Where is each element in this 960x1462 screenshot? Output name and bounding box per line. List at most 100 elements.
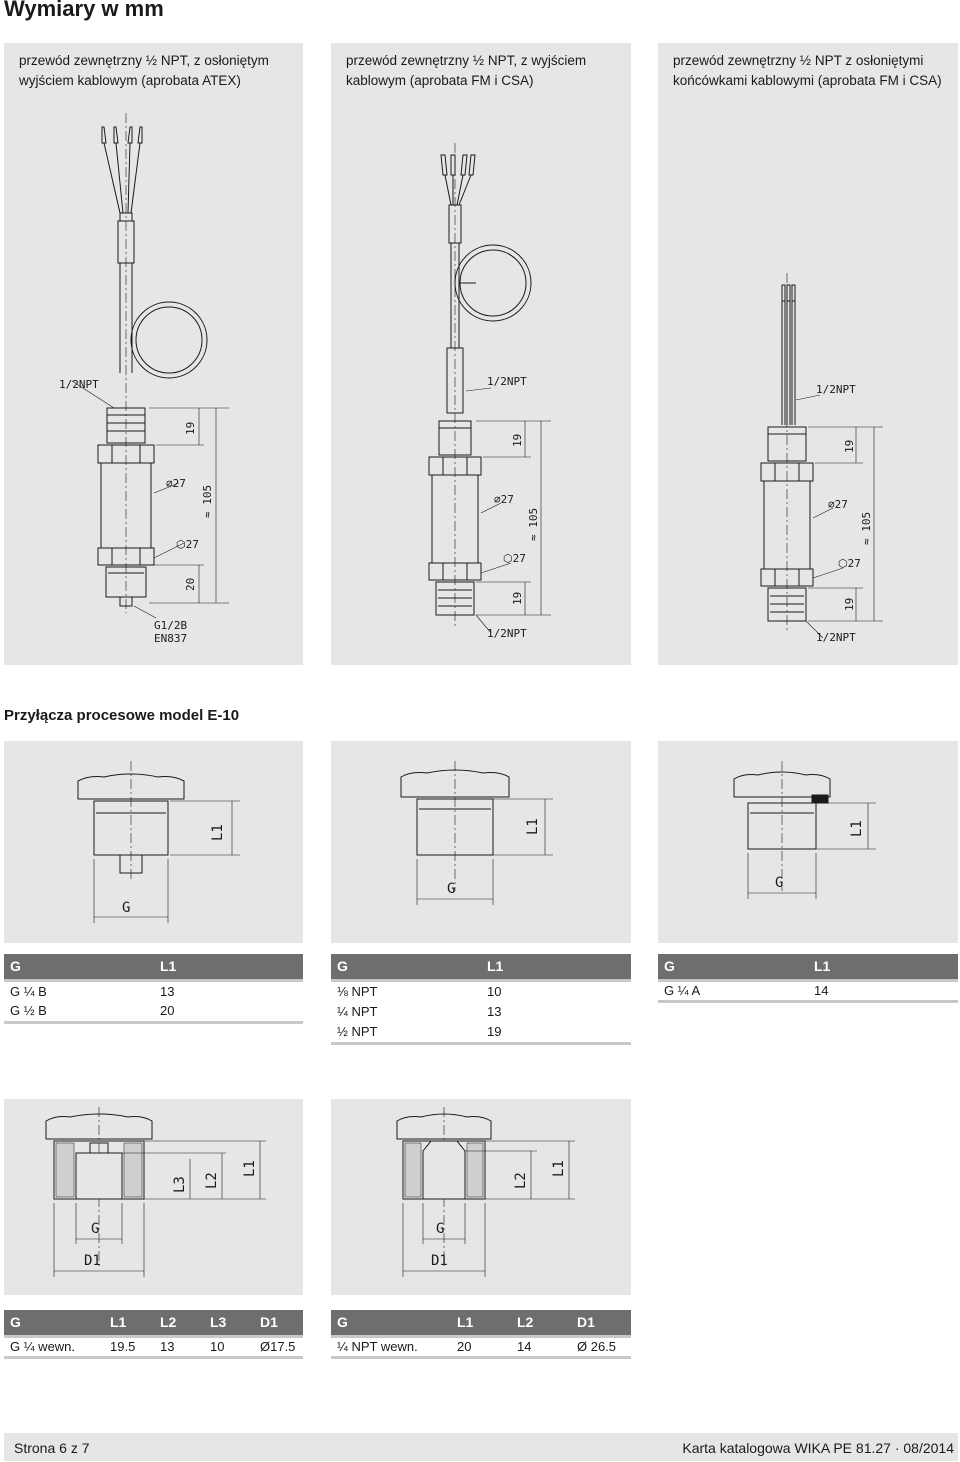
label-conn-standard: EN837	[154, 632, 187, 645]
header-L3: L3	[204, 1310, 254, 1336]
label-conn-thread: 1/2NPT	[487, 627, 527, 640]
header-G: G	[658, 954, 808, 980]
drawing-panel-atex: przewód zewnętrzny ½ NPT, z osłoniętym w…	[4, 43, 303, 665]
label-D1: D1	[84, 1253, 101, 1269]
label-thread-top: 1/2NPT	[816, 383, 856, 396]
label-L1: L1	[242, 1160, 258, 1177]
female-conn-panel-1: L1 L2 L3 G D1	[4, 1099, 303, 1295]
label-dim-19-bottom: 19	[843, 598, 856, 611]
female-conn-drawing-1: L1 L2 L3 G D1	[4, 1099, 303, 1295]
cell: 10	[204, 1334, 254, 1359]
header-L2: L2	[154, 1310, 204, 1336]
label-dim-19: 19	[511, 434, 524, 447]
cell: 14	[511, 1334, 571, 1359]
label-L1: L1	[525, 818, 541, 835]
label-hex-27: ⬡27	[503, 552, 526, 565]
cell: 20	[154, 1001, 303, 1024]
header-L1: L1	[451, 1310, 511, 1336]
label-D1: D1	[431, 1253, 448, 1269]
label-dim-20: 20	[184, 578, 197, 591]
label-dim-105: ≈ 105	[527, 508, 540, 541]
drawing-panel-fm-csa-cable: przewód zewnętrzny ½ NPT, z wyjściem kab…	[331, 43, 631, 665]
header-G: G	[331, 1310, 451, 1336]
panel-caption: przewód zewnętrzny ½ NPT, z wyjściem kab…	[346, 53, 587, 88]
transmitter-drawing-fm-leads: 1/2NPT 19 ⌀27 ⬡27 ≈ 105 19 1/2NPT	[658, 43, 958, 644]
cell: Ø 26.5	[571, 1334, 631, 1359]
label-L3: L3	[172, 1176, 188, 1193]
label-G: G	[91, 1221, 99, 1237]
cell: G ½ B	[4, 1001, 154, 1024]
header-L1: L1	[154, 954, 303, 980]
header-D1: D1	[254, 1310, 303, 1336]
cell: 13	[481, 1001, 631, 1022]
label-hex-27: ⬡27	[838, 557, 861, 570]
header-L1: L1	[808, 954, 958, 980]
transmitter-drawing-atex: 1/2NPT 19 ⌀27 ⬡27 ≈ 105 20 G1/2B EN837	[59, 43, 303, 645]
panel-caption: przewód zewnętrzny ½ NPT, z osłoniętym w…	[19, 53, 269, 88]
label-conn-thread: 1/2NPT	[816, 631, 856, 644]
header-G: G	[4, 954, 154, 980]
cell: 13	[154, 978, 303, 1001]
cell: 20	[451, 1334, 511, 1359]
table-female-conn-2: G L1 L2 D1 ¼ NPT wewn. 20 14 Ø 26.5	[331, 1310, 631, 1359]
header-G: G	[331, 954, 481, 980]
cell: 19	[481, 1022, 631, 1045]
cell: ½ NPT	[331, 1022, 481, 1045]
cell: ¼ NPT wewn.	[331, 1334, 451, 1359]
page-number: Strona 6 z 7	[14, 1440, 90, 1456]
female-conn-drawing-2: L1 L2 G D1	[331, 1099, 631, 1295]
document-reference: Karta katalogowa WIKA PE 81.27 · 08/2014	[682, 1440, 954, 1456]
header-L1: L1	[104, 1310, 154, 1336]
label-G: G	[775, 875, 783, 891]
header-L2: L2	[511, 1310, 571, 1336]
cell: G ¼ B	[4, 978, 154, 1001]
label-L1: L1	[551, 1160, 567, 1177]
cell: G ¼ A	[658, 978, 808, 1003]
drawing-panel-fm-csa-leads: przewód zewnętrzny ½ NPT z osłoniętymi k…	[658, 43, 958, 665]
label-L1: L1	[210, 824, 226, 841]
cell: 14	[808, 978, 958, 1003]
female-conn-panel-2: L1 L2 G D1	[331, 1099, 631, 1295]
cell: ¼ NPT	[331, 1001, 481, 1022]
process-conn-panel-3: L1 G	[658, 741, 958, 943]
label-dim-19-bottom: 19	[511, 592, 524, 605]
label-dia-27: ⌀27	[166, 477, 186, 490]
label-dim-105: ≈ 105	[201, 485, 214, 518]
cell: 10	[481, 978, 631, 1001]
label-G: G	[122, 900, 130, 916]
transmitter-drawing-fm-cable: 1/2NPT 19 ⌀27 ⬡27 ≈ 105 19 1/2NPT	[331, 43, 631, 640]
label-hex-27: ⬡27	[176, 538, 199, 551]
cell: ⅛ NPT	[331, 978, 481, 1001]
page-title: Wymiary w mm	[4, 0, 164, 21]
process-conn-drawing-1: L1 G	[4, 741, 303, 943]
label-dim-19: 19	[843, 440, 856, 453]
process-conn-panel-2: L1 G	[331, 741, 631, 943]
table-female-conn-1: G L1 L2 L3 D1 G ¼ wewn. 19.5 13 10 Ø17.5	[4, 1310, 303, 1359]
label-L2: L2	[204, 1172, 220, 1189]
label-thread-top: 1/2NPT	[487, 375, 527, 388]
label-G: G	[436, 1221, 444, 1237]
process-conn-drawing-2: L1 G	[331, 741, 631, 943]
label-G: G	[447, 881, 455, 897]
label-dia-27: ⌀27	[828, 498, 848, 511]
cell: 19.5	[104, 1334, 154, 1359]
label-thread-top: 1/2NPT	[59, 378, 99, 391]
cell: 13	[154, 1334, 204, 1359]
header-D1: D1	[571, 1310, 631, 1336]
cell: G ¼ wewn.	[4, 1334, 104, 1359]
section-title: Przyłącza procesowe model E-10	[4, 707, 240, 724]
process-conn-drawing-3: L1 G	[658, 741, 958, 943]
header-L1: L1	[481, 954, 631, 980]
label-dia-27: ⌀27	[494, 493, 514, 506]
process-conn-panel-1: L1 G	[4, 741, 303, 943]
label-L2: L2	[513, 1172, 529, 1189]
page-footer: Strona 6 z 7 Karta katalogowa WIKA PE 81…	[4, 1433, 958, 1461]
label-dim-105: ≈ 105	[860, 512, 873, 545]
label-dim-19: 19	[184, 422, 197, 435]
label-L1: L1	[849, 820, 865, 837]
header-G: G	[4, 1310, 104, 1336]
cell: Ø17.5	[254, 1334, 303, 1359]
